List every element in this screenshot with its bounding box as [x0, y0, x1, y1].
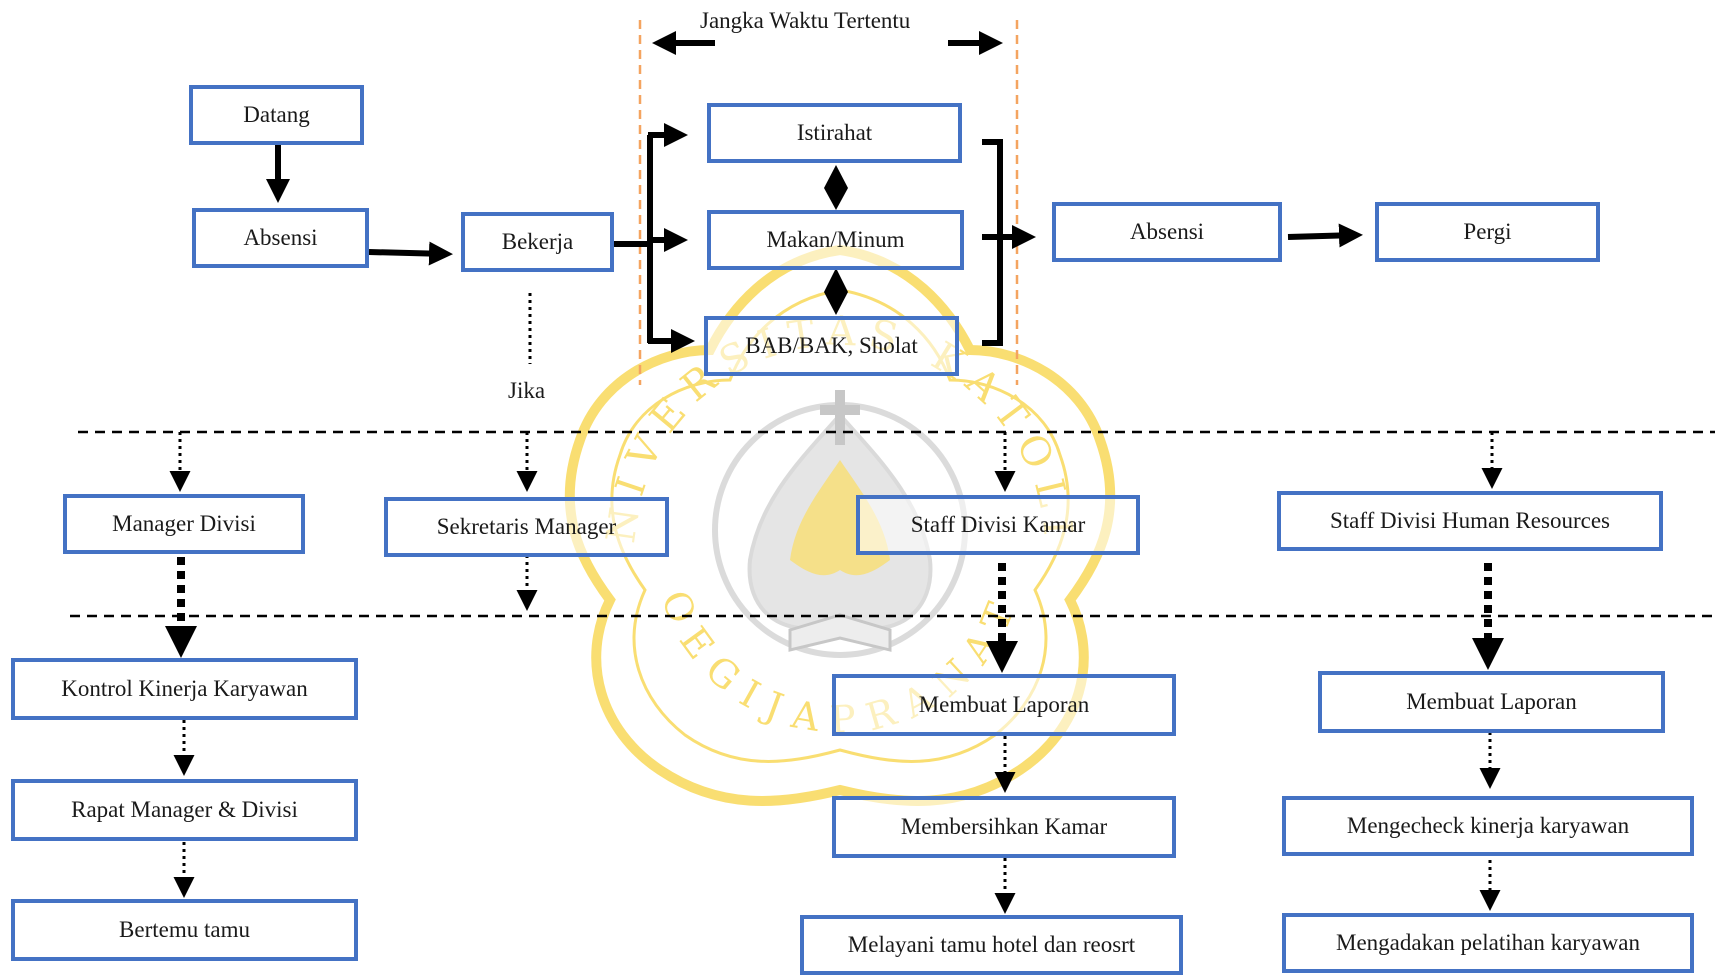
arrow-absensi-bekerja: [368, 241, 453, 266]
role-sekretaris-manager: Sekretaris Manager: [384, 497, 669, 557]
task-rapat-manager-divisi: Rapat Manager & Divisi: [11, 779, 358, 841]
node-datang: Datang: [189, 85, 364, 145]
time-period-label: Jangka Waktu Tertentu: [700, 8, 911, 33]
merge-bracket: [982, 139, 1003, 346]
connector-diamond-bottom: [824, 268, 848, 315]
task-hr-membuat-laporan: Membuat Laporan: [1318, 671, 1665, 733]
role-staff-divisi-kamar: Staff Divisi Kamar: [856, 495, 1140, 555]
task-bertemu-tamu: Bertemu tamu: [11, 899, 358, 961]
role-staff-divisi-hr: Staff Divisi Human Resources: [1277, 491, 1663, 551]
task-kamar-membuat-laporan: Membuat Laporan: [832, 674, 1176, 736]
role-manager-divisi: Manager Divisi: [63, 494, 305, 554]
task-mengadakan-pelatihan: Mengadakan pelatihan karyawan: [1282, 913, 1694, 973]
node-istirahat: Istirahat: [707, 103, 962, 163]
node-bab-bak-sholat: BAB/BAK, Sholat: [704, 316, 959, 376]
node-absensi-in: Absensi: [192, 208, 369, 268]
task-mengecheck-kinerja: Mengecheck kinerja karyawan: [1282, 796, 1694, 856]
condition-label: Jika: [508, 378, 546, 403]
task-membersihkan-kamar: Membersihkan Kamar: [832, 796, 1176, 858]
node-absensi-out: Absensi: [1052, 202, 1282, 262]
node-pergi: Pergi: [1375, 202, 1600, 262]
node-makan-minum: Makan/Minum: [707, 210, 964, 270]
node-bekerja: Bekerja: [461, 212, 614, 272]
task-melayani-tamu: Melayani tamu hotel dan reosrt: [800, 915, 1183, 975]
arrow-absensi-pergi: [1287, 223, 1363, 248]
connector-diamond-top: [824, 165, 848, 210]
task-kontrol-kinerja-karyawan: Kontrol Kinerja Karyawan: [11, 658, 358, 720]
